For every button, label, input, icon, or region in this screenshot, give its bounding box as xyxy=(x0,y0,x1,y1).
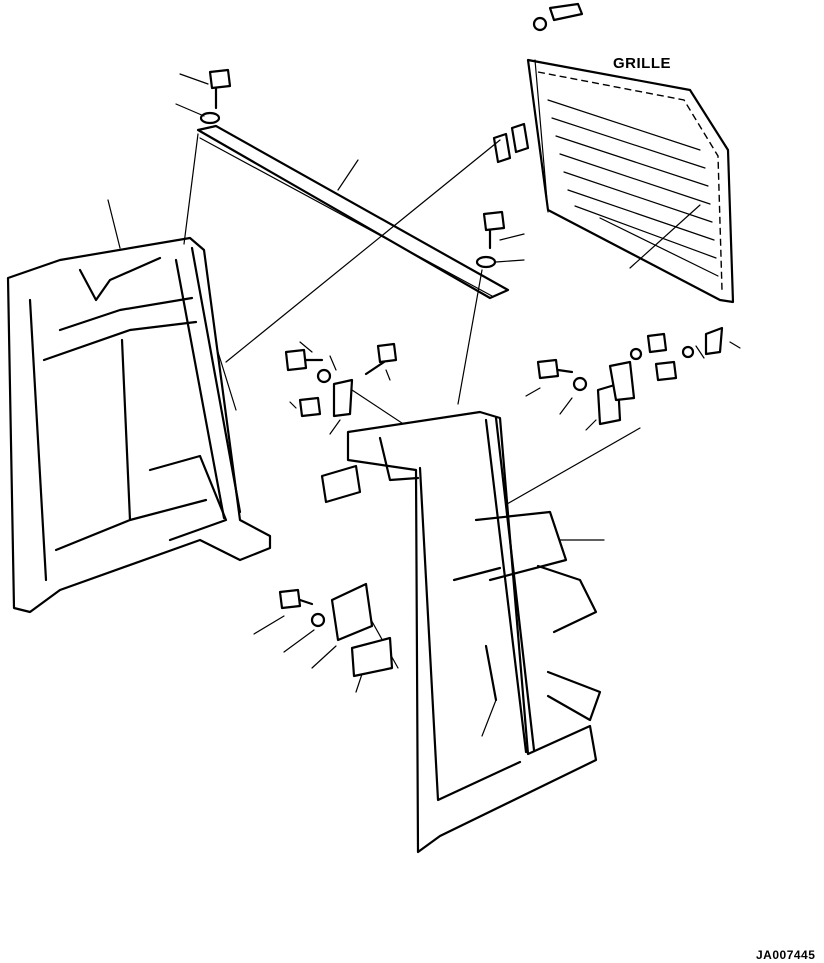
grille-bolt xyxy=(532,2,584,32)
drawing-id: JA007445 xyxy=(756,948,816,962)
upper-cross-bar xyxy=(196,124,510,300)
hardware-cluster-lower xyxy=(253,582,394,693)
grille-label: GRILLE xyxy=(613,55,671,72)
hardware-cluster-mid xyxy=(284,341,398,435)
grille-panel xyxy=(526,58,735,304)
left-side-frame xyxy=(6,199,272,614)
clip-plates xyxy=(492,122,530,164)
assembly-leader-lines xyxy=(183,133,641,669)
hardware-cluster-right xyxy=(525,326,741,431)
right-main-frame xyxy=(320,410,605,854)
bolt-center xyxy=(475,210,525,269)
bolt-top-left xyxy=(175,68,232,125)
